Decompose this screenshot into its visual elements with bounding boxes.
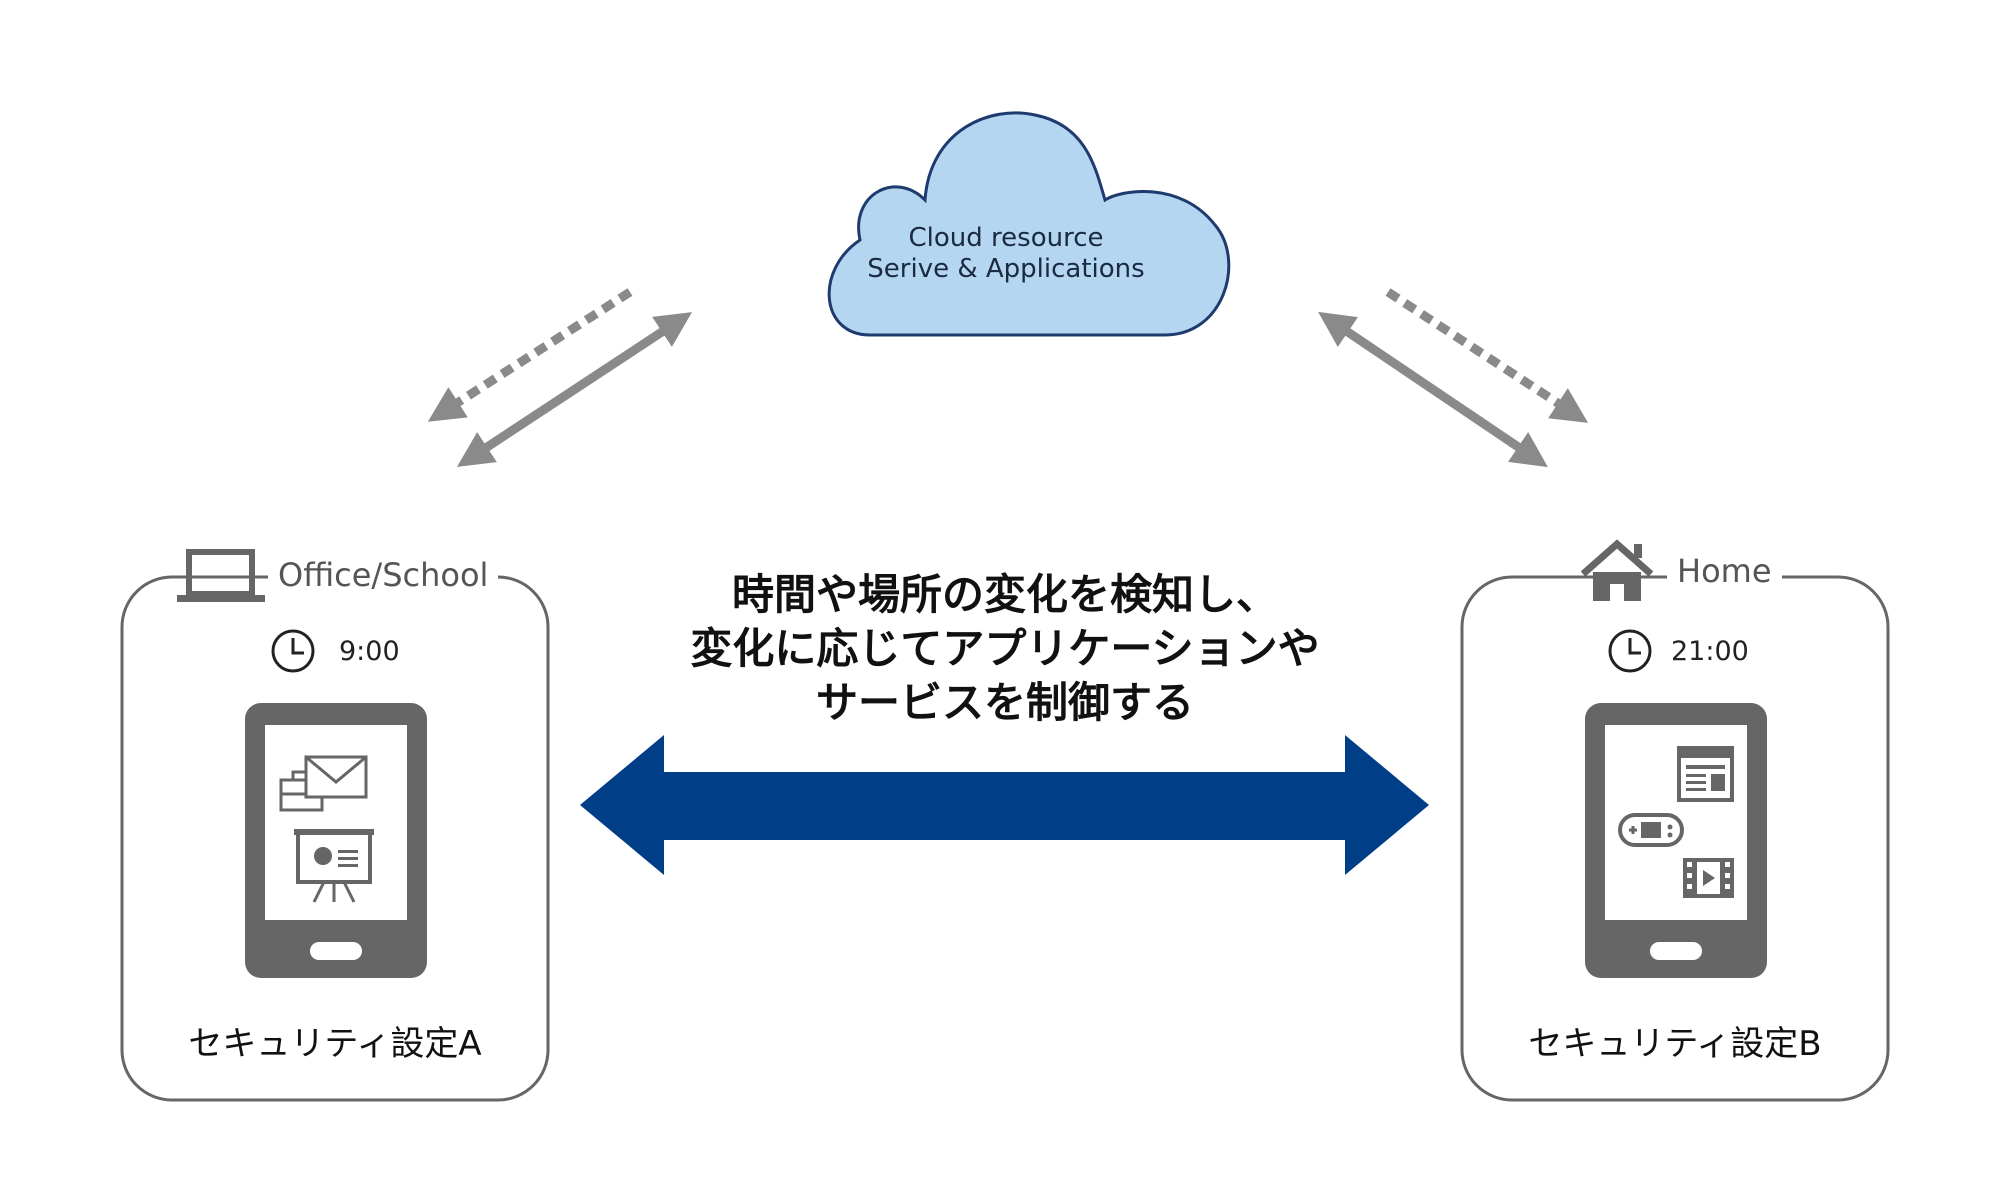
left-panel-label: Office/School	[268, 556, 499, 594]
mail-icon	[304, 755, 368, 799]
home-icon	[1580, 539, 1654, 601]
cloud-label-line2: Serive & Applications	[867, 254, 1145, 284]
clock-icon	[271, 629, 315, 673]
web-page-icon	[1677, 746, 1734, 802]
presentation-icon	[294, 829, 374, 903]
right-solid-arrow	[1318, 311, 1548, 468]
game-controller-icon	[1618, 813, 1684, 847]
clock-icon	[1608, 629, 1652, 673]
left-solid-arrow	[456, 312, 693, 467]
headline-line2: 変化に応じてアプリケーションや	[690, 624, 1320, 673]
home-button-left	[310, 942, 362, 960]
cloud-label-line1: Cloud resource	[908, 223, 1104, 253]
right-panel-label: Home	[1667, 552, 1782, 590]
right-dotted-arrow	[1385, 288, 1589, 423]
phone-screen-left	[265, 725, 407, 920]
laptop-icon	[177, 549, 265, 602]
left-dotted-arrow	[427, 288, 633, 422]
right-security-setting: セキュリティ設定B	[1528, 1024, 1822, 1064]
left-security-setting: セキュリティ設定A	[188, 1024, 482, 1064]
cloud-label: Cloud resource Serive & Applications	[806, 223, 1206, 285]
home-button-right	[1650, 942, 1702, 960]
cloud-shape	[827, 111, 1231, 337]
headline: 時間や場所の変化を検知し、 変化に応じてアプリケーションや サービスを制御する	[625, 568, 1385, 730]
main-double-arrow	[580, 735, 1429, 875]
video-film-icon	[1683, 858, 1734, 898]
right-time: 21:00	[1671, 636, 1749, 667]
headline-line1: 時間や場所の変化を検知し、	[731, 570, 1278, 619]
headline-line3: サービスを制御する	[815, 678, 1194, 727]
left-time: 9:00	[339, 636, 400, 667]
